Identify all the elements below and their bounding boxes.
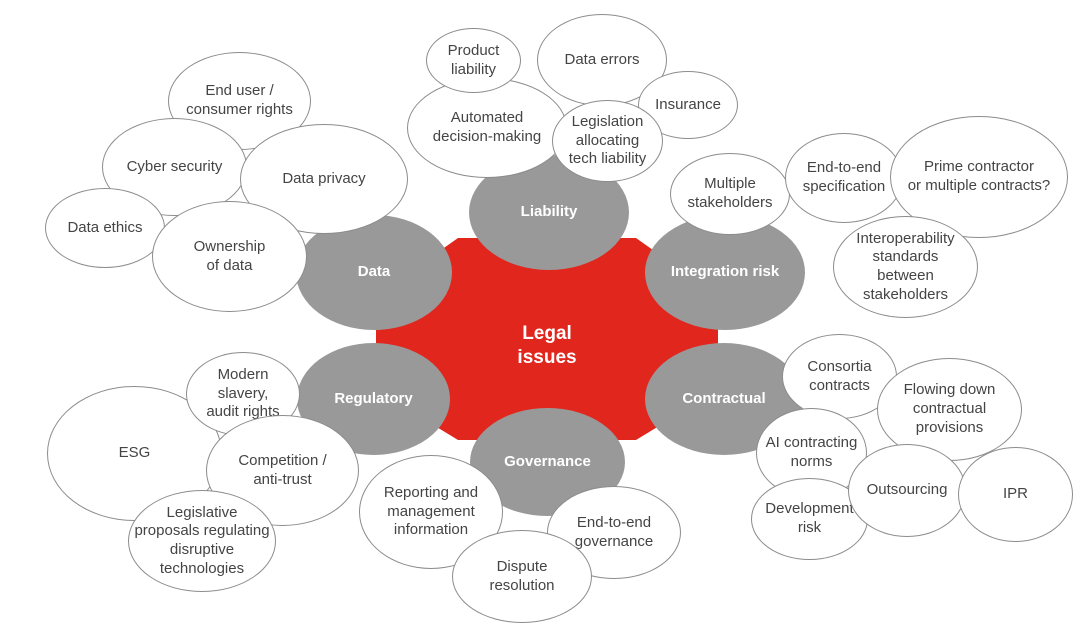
topic-interoperability-standards: Interoperability standards between stake… xyxy=(833,216,978,318)
topic-legislative-proposals: Legislative proposals regulating disrupt… xyxy=(128,490,276,592)
topic-outsourcing: Outsourcing xyxy=(848,444,966,537)
topic-product-liability: Product liability xyxy=(426,28,521,93)
center-octagon xyxy=(376,238,718,440)
topic-end-to-end-specification: End-to-end specification xyxy=(785,133,903,223)
topic-legislation-tech-liability: Legislation allocating tech liability xyxy=(552,100,663,182)
center-label: Legal issues xyxy=(517,323,577,368)
topic-automated-decision-making: Automated decision-making xyxy=(407,78,567,178)
topic-ownership-of-data: Ownership of data xyxy=(152,201,307,312)
topic-dispute-resolution: Dispute resolution xyxy=(452,530,592,623)
category-data: Data xyxy=(296,215,452,330)
topic-flowing-down-provisions: Flowing down contractual provisions xyxy=(877,358,1022,461)
topic-multiple-stakeholders: Multiple stakeholders xyxy=(670,153,790,235)
topic-data-ethics: Data ethics xyxy=(45,188,165,268)
topic-ipr: IPR xyxy=(958,447,1073,542)
